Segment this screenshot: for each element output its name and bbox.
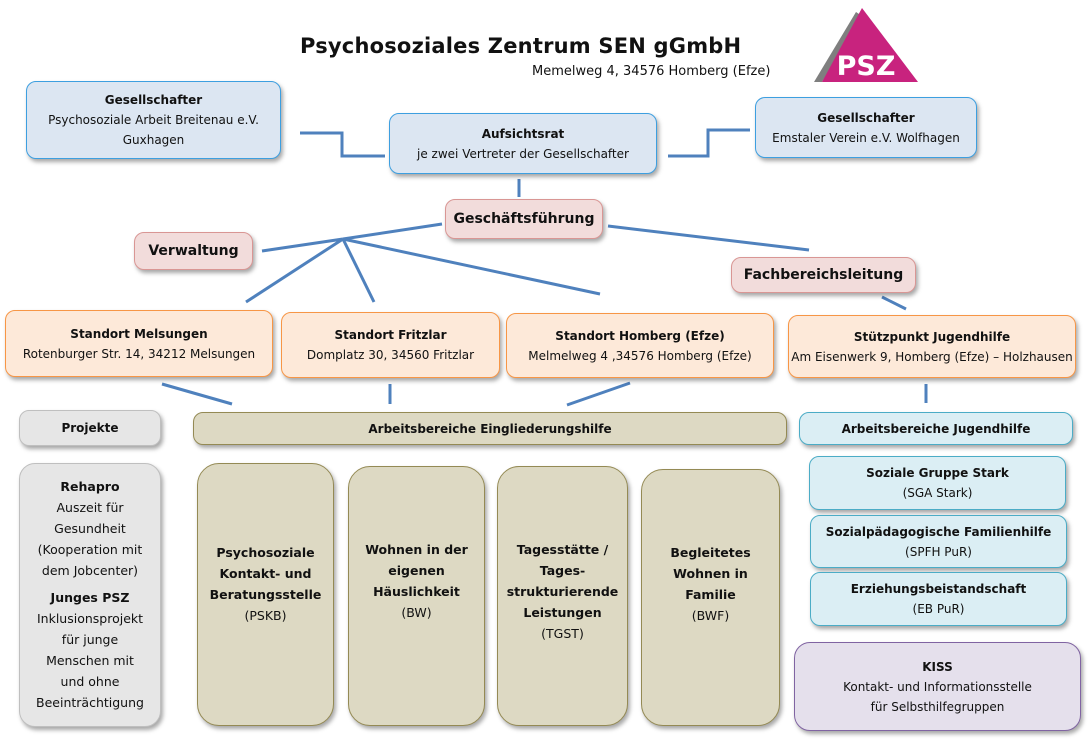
executive-box: Geschäftsführung (445, 199, 603, 239)
connector-homberg-eingliederung (566, 381, 631, 407)
eingliederung-item-bw: Wohnen in der eigenen Häuslichkeit (BW) (348, 466, 485, 726)
project-line: und ohne (60, 674, 120, 689)
item-line: Häuslichkeit (373, 584, 460, 599)
project-line: Gesundheit (54, 521, 126, 536)
item-line: strukturierende (506, 584, 619, 599)
jugendhilfe-header: Arbeitsbereiche Jugendhilfe (799, 412, 1073, 445)
item-abbr: (TGST) (541, 626, 584, 641)
connector-executive-fachbereich (607, 224, 810, 252)
kiss-title: KISS (922, 659, 953, 674)
jugendhilfe-item-eb: Erziehungsbeistandschaft (EB PuR) (810, 572, 1067, 626)
item-title: Erziehungsbeistandschaft (850, 582, 1027, 596)
shareholder-left-box: Gesellschafter Psychosoziale Arbeit Brei… (26, 81, 281, 159)
item-line: Wohnen in der (365, 542, 468, 557)
eingliederungshilfe-header: Arbeitsbereiche Eingliederungshilfe (193, 412, 787, 445)
item-line: Tagesstätte / (516, 542, 609, 557)
project-line: Auszeit für (56, 500, 124, 515)
projects-header-label: Projekte (61, 421, 119, 435)
connector-melsungen-eingliederung (161, 382, 233, 406)
project-title: Rehapro (60, 479, 120, 494)
location-fritzlar: Standort Fritzlar Domplatz 30, 34560 Fri… (281, 312, 500, 378)
project-line: (Kooperation mit (37, 542, 143, 557)
item-line: Psychosoziale (216, 545, 315, 560)
connector-fachbereich-stuetzpunkt (881, 295, 907, 311)
location-address: Domplatz 30, 34560 Fritzlar (306, 348, 475, 362)
location-title: Standort Homberg (Efze) (555, 328, 725, 343)
supervisory-board-title: Aufsichtsrat (481, 126, 565, 141)
item-line: Begleitetes (670, 545, 751, 560)
shareholder-left-title: Gesellschafter (104, 93, 203, 107)
kiss-line: Kontakt- und Informationsstelle (843, 679, 1032, 694)
location-stuetzpunkt-jugendhilfe: Stützpunkt Jugendhilfe Am Eisenwerk 9, H… (788, 315, 1076, 378)
eingliederungshilfe-header-label: Arbeitsbereiche Eingliederungshilfe (368, 421, 612, 436)
location-address: Melmelweg 4 ,34576 Homberg (Efze) (528, 348, 752, 363)
project-line: Menschen mit (46, 653, 134, 668)
projects-header: Projekte (19, 410, 161, 446)
item-abbr: (EB PuR) (912, 602, 965, 616)
item-abbr: (PSKB) (244, 608, 287, 623)
connector-shareholder-left (300, 131, 385, 158)
kiss-line: für Selbsthilfegruppen (870, 699, 1005, 714)
shareholder-right-title: Gesellschafter (817, 110, 915, 125)
supervisory-board-box: Aufsichtsrat je zwei Vertreter der Gesel… (389, 113, 657, 174)
jugendhilfe-item-sga: Soziale Gruppe Stark (SGA Stark) (809, 456, 1066, 510)
kiss-box: KISS Kontakt- und Informationsstelle für… (794, 642, 1081, 731)
connector-hub-fritzlar (341, 238, 376, 303)
connector-executive-hub (342, 222, 443, 241)
project-line: Inklusionsprojekt (36, 611, 144, 626)
connector-shareholder-right (668, 128, 750, 158)
location-homberg: Standort Homberg (Efze) Melmelweg 4 ,345… (506, 313, 774, 378)
eingliederung-item-tgst: Tagesstätte / Tages- strukturierende Lei… (497, 466, 628, 726)
item-line: Familie (685, 587, 736, 602)
connector-hub-homberg (342, 237, 601, 296)
department-head-box: Fachbereichsleitung (731, 257, 916, 293)
location-address: Rotenburger Str. 14, 34212 Melsungen (22, 346, 256, 361)
jugendhilfe-header-label: Arbeitsbereiche Jugendhilfe (841, 421, 1031, 436)
administration-box: Verwaltung (134, 232, 253, 270)
item-abbr: (BWF) (691, 608, 730, 623)
item-title: Soziale Gruppe Stark (866, 466, 1009, 480)
item-line: Beratungsstelle (209, 587, 322, 602)
item-line: Tages- (539, 563, 586, 578)
item-line: Wohnen in (673, 566, 748, 581)
shareholder-right-box: Gesellschafter Emstaler Verein e.V. Wolf… (755, 97, 977, 158)
psz-logo: PSZ (800, 4, 920, 84)
logo-text: PSZ (837, 51, 896, 82)
projects-list-box: Rehapro Auszeit für Gesundheit (Kooperat… (19, 463, 161, 727)
item-title: Sozialpädagogische Familienhilfe (825, 524, 1052, 539)
project-line: dem Jobcenter) (41, 563, 139, 578)
supervisory-board-desc: je zwei Vertreter der Gesellschafter (417, 146, 629, 161)
item-line: Leistungen (523, 605, 602, 620)
project-title: Junges PSZ (50, 590, 130, 605)
item-line: eigenen (388, 563, 445, 578)
connector-hub-verwaltung (261, 237, 344, 253)
triangle-logo-icon: PSZ (814, 8, 918, 82)
organization-address: Memelweg 4, 34576 Homberg (Efze) (532, 64, 771, 79)
shareholder-left-name: Psychosoziale Arbeit Breitenau e.V. (48, 113, 259, 127)
eingliederung-item-pskb: Psychosoziale Kontakt- und Beratungsstel… (197, 463, 334, 726)
location-melsungen: Standort Melsungen Rotenburger Str. 14, … (5, 310, 273, 377)
item-abbr: (SGA Stark) (902, 486, 973, 500)
jugendhilfe-item-spfh: Sozialpädagogische Familienhilfe (SPFH P… (810, 515, 1067, 568)
location-title: Standort Melsungen (70, 326, 208, 341)
location-title: Stützpunkt Jugendhilfe (853, 329, 1011, 344)
item-line: Kontakt- und (219, 566, 312, 581)
connector-hub-melsungen (245, 237, 344, 304)
item-abbr: (BW) (401, 605, 432, 620)
location-title: Standort Fritzlar (334, 328, 447, 342)
page-title: Psychosoziales Zentrum SEN gGmbH (300, 34, 742, 58)
project-line: Beeinträchtigung (36, 695, 144, 710)
shareholder-right-name: Emstaler Verein e.V. Wolfhagen (772, 130, 960, 145)
item-abbr: (SPFH PuR) (905, 544, 972, 559)
eingliederung-item-bwf: Begleitetes Wohnen in Familie (BWF) (641, 469, 780, 726)
project-line: für junge (61, 632, 119, 647)
location-address: Am Eisenwerk 9, Homberg (Efze) – Holzhau… (791, 349, 1073, 364)
shareholder-left-city: Guxhagen (122, 133, 185, 147)
